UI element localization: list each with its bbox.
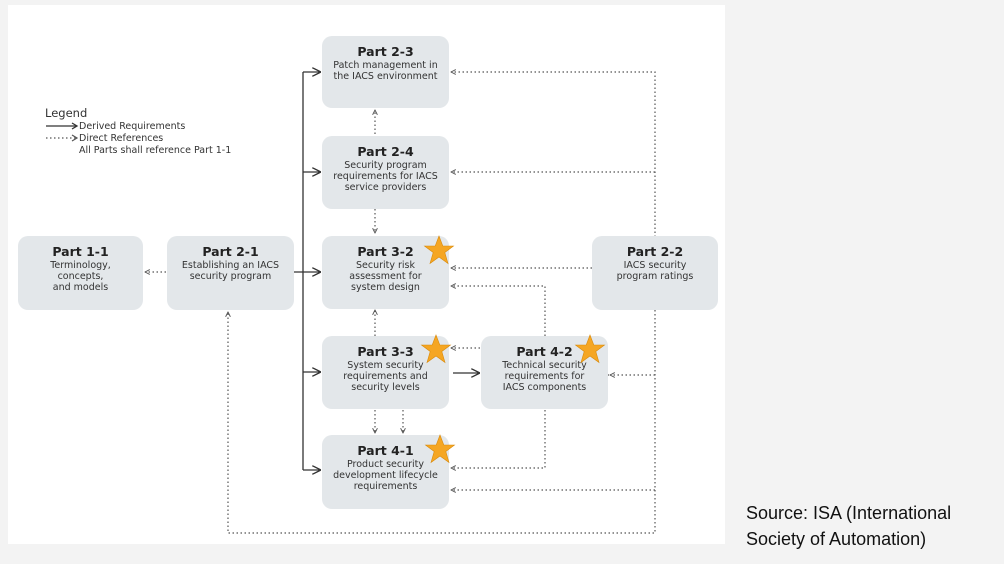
node-description: Security risk assessment for system desi… <box>349 260 422 293</box>
node-title: Part 2-3 <box>357 44 414 59</box>
node-description: Terminology, concepts, and models <box>50 260 111 293</box>
star-icon <box>420 334 452 364</box>
node-title: Part 4-2 <box>516 344 573 359</box>
node-title: Part 4-1 <box>357 443 414 458</box>
star-icon <box>574 334 606 364</box>
star-icon <box>423 235 455 265</box>
node-part-4-1: Part 4-1 Product security development li… <box>322 435 449 509</box>
node-part-2-2: Part 2-2 IACS security program ratings <box>592 236 718 310</box>
node-description: Security program requirements for IACS s… <box>333 160 438 193</box>
node-part-1-1: Part 1-1 Terminology, concepts, and mode… <box>18 236 143 310</box>
legend-derived-row: Derived Requirements <box>45 120 231 132</box>
legend: Legend Derived Requirements Direct Refer… <box>45 106 231 156</box>
ref-22-to-21 <box>228 312 656 534</box>
node-title: Part 3-3 <box>357 344 414 359</box>
node-title: Part 3-2 <box>357 244 414 259</box>
source-caption: Source: ISA (International Society of Au… <box>746 503 952 549</box>
legend-direct-label: Direct References <box>79 132 164 144</box>
node-title: Part 2-4 <box>357 144 414 159</box>
node-description: Patch management in the IACS environment <box>333 60 438 82</box>
node-part-2-4: Part 2-4 Security program requirements f… <box>322 136 449 209</box>
node-title: Part 2-2 <box>626 244 684 259</box>
legend-direct-row: Direct References <box>45 132 231 144</box>
legend-title: Legend <box>45 106 88 120</box>
node-title: Part 2-1 <box>202 244 259 259</box>
legend-note: All Parts shall reference Part 1-1 <box>79 144 232 156</box>
node-title: Part 1-1 <box>52 244 109 259</box>
star-icon <box>424 434 456 464</box>
node-description: IACS security program ratings <box>616 260 694 282</box>
ref-22-to-23 <box>451 72 656 237</box>
legend-derived-label: Derived Requirements <box>79 120 186 132</box>
ref-42-to-32 <box>451 286 546 336</box>
dotted-arrow-icon <box>46 134 79 142</box>
node-description: Establishing an IACS security program <box>181 260 280 282</box>
node-part-2-1: Part 2-1 Establishing an IACS security p… <box>167 236 294 310</box>
node-part-2-3: Part 2-3 Patch management in the IACS en… <box>322 36 449 108</box>
node-description: Product security development lifecycle r… <box>333 459 438 492</box>
node-description: System security requirements and securit… <box>343 360 428 393</box>
solid-arrow-icon <box>46 122 79 130</box>
node-description: Technical security requirements for IACS… <box>502 360 587 393</box>
ref-42-to-41 <box>451 410 546 468</box>
